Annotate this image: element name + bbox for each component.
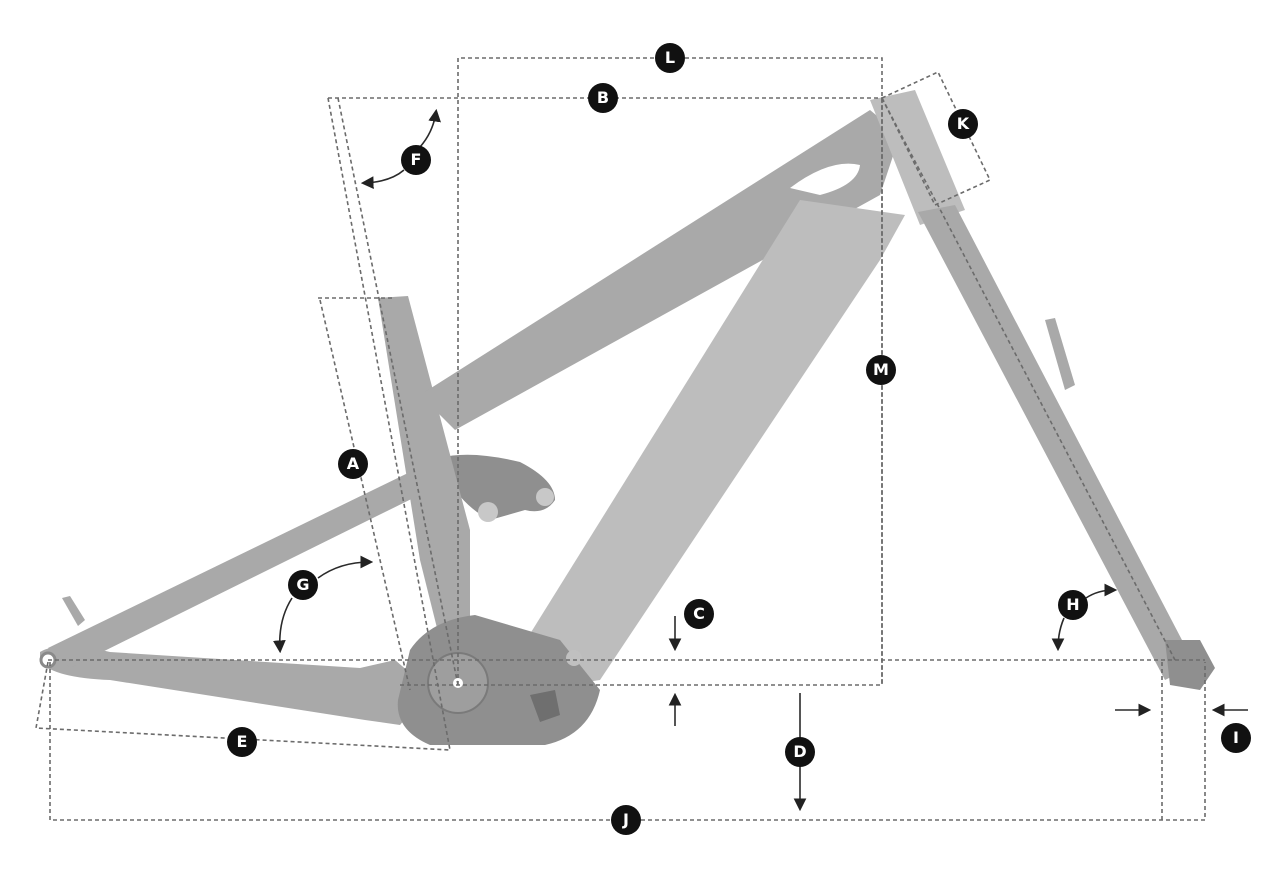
label-badge-c: C — [684, 599, 714, 629]
label-badge-h: H — [1058, 590, 1088, 620]
chainstay — [40, 646, 430, 725]
seatstay — [48, 455, 470, 668]
fork — [918, 205, 1195, 680]
label-badge-f: F — [401, 145, 431, 175]
dimension-lines — [35, 57, 1206, 821]
head-tube — [870, 90, 965, 225]
top-tube — [420, 110, 900, 430]
rocker-link — [440, 454, 555, 520]
bike-frame — [39, 90, 1215, 745]
label-badge-e: E — [227, 727, 257, 757]
label-badge-g: G — [288, 570, 318, 600]
seat-tube — [378, 296, 470, 640]
label-badge-a: A — [338, 449, 368, 479]
label-badge-b: B — [588, 83, 618, 113]
label-badge-j: J — [611, 805, 641, 835]
label-badge-d: D — [785, 737, 815, 767]
label-badge-k: K — [948, 109, 978, 139]
label-badge-l: L — [655, 43, 685, 73]
down-tube — [520, 200, 905, 690]
label-badge-i: I — [1221, 723, 1251, 753]
label-badge-m: M — [866, 355, 896, 385]
